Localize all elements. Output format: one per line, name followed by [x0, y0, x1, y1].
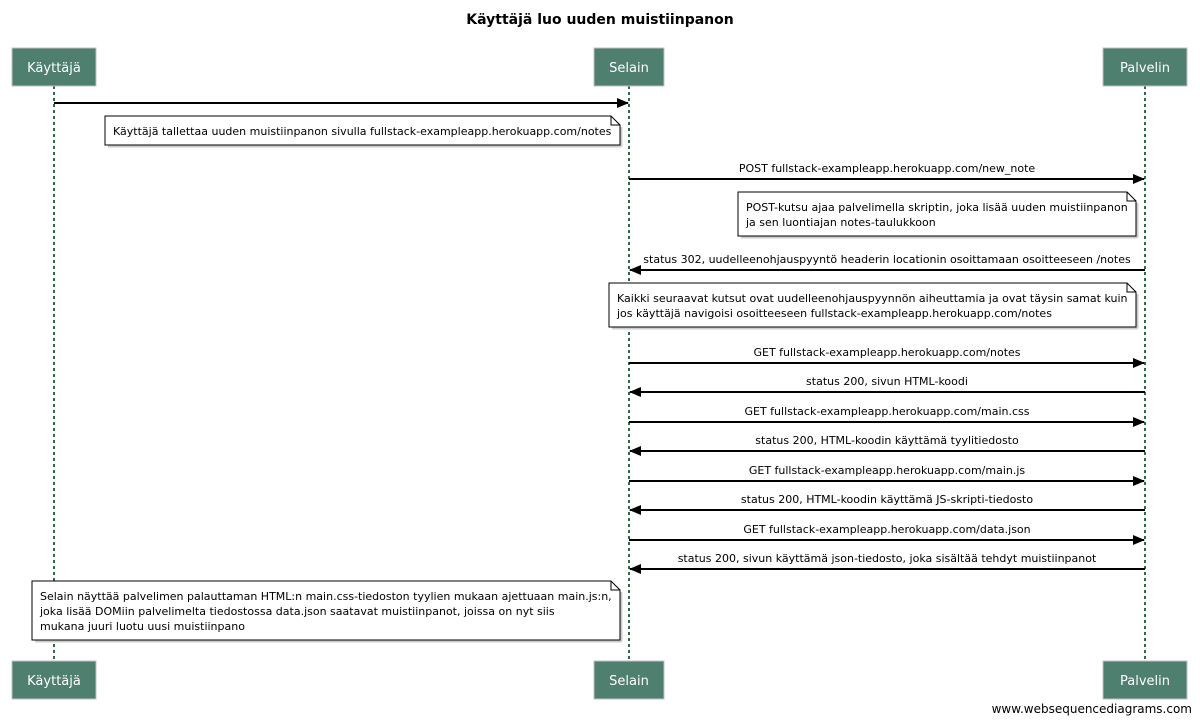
message-11: status 200, HTML-koodin käyttämä JS-skri…: [629, 493, 1145, 515]
note-text-line: mukana juuri luotu uusi muistiinpano: [40, 620, 245, 633]
message-4: status 302, uudelleenohjauspyyntö header…: [629, 253, 1145, 275]
note-fold: [610, 116, 620, 126]
note-text-line: ja sen luontiajan notes-taulukkoon: [745, 216, 936, 229]
message-6: GET fullstack-exampleapp.herokuapp.com/n…: [629, 346, 1145, 368]
participant-box: [11, 660, 97, 700]
participant-selain-bottom: Selain: [593, 660, 665, 700]
message-10: GET fullstack-exampleapp.herokuapp.com/m…: [629, 464, 1145, 486]
note-fold: [610, 581, 620, 591]
note-fold: [1126, 283, 1136, 293]
message-8: GET fullstack-exampleapp.herokuapp.com/m…: [629, 405, 1145, 427]
note-3: POST-kutsu ajaa palvelimella skriptin, j…: [737, 191, 1139, 239]
participant-label: Palvelin: [1120, 61, 1170, 76]
note-box: [31, 580, 621, 641]
participant-box: [1102, 47, 1188, 87]
message-13: status 200, sivun käyttämä json-tiedosto…: [629, 552, 1145, 574]
note-5: Kaikki seuraavat kutsut ovat uudelleenoh…: [608, 282, 1139, 330]
participant-box: [1102, 660, 1188, 700]
note-text-line: jos käyttäjä navigoisi osoitteeseen full…: [616, 307, 1052, 320]
note-1: Käyttäjä tallettaa uuden muistiinpanon s…: [104, 115, 623, 148]
note-text-line: POST-kutsu ajaa palvelimella skriptin, j…: [746, 201, 1128, 214]
message-label: status 200, HTML-koodin käyttämä tyyliti…: [755, 434, 1019, 447]
diagram-steps: Käyttäjä tallettaa uuden muistiinpanon s…: [31, 98, 1145, 643]
participant-box: [11, 47, 97, 87]
message-label: GET fullstack-exampleapp.herokuapp.com/d…: [743, 523, 1030, 536]
note-14: Selain näyttää palvelimen palauttaman HT…: [31, 580, 623, 643]
message-label: POST fullstack-exampleapp.herokuapp.com/…: [739, 162, 1036, 175]
participant-selain-top: Selain: [593, 47, 665, 87]
message-12: GET fullstack-exampleapp.herokuapp.com/d…: [629, 523, 1145, 545]
message-label: status 302, uudelleenohjauspyyntö header…: [643, 253, 1131, 266]
note-box: [104, 115, 621, 146]
note-fold: [1126, 192, 1136, 202]
note-text-line: Käyttäjä tallettaa uuden muistiinpanon s…: [113, 125, 612, 138]
message-label: status 200, sivun käyttämä json-tiedosto…: [678, 552, 1097, 565]
participant-label: Selain: [609, 674, 649, 689]
participant-label: Palvelin: [1120, 674, 1170, 689]
participant-box: [593, 660, 665, 700]
message-label: GET fullstack-exampleapp.herokuapp.com/n…: [753, 346, 1020, 359]
participant-kayttaja-bottom: Käyttäjä: [11, 660, 97, 700]
message-2: POST fullstack-exampleapp.herokuapp.com/…: [629, 162, 1145, 184]
message-label: GET fullstack-exampleapp.herokuapp.com/m…: [744, 405, 1029, 418]
note-box: [608, 282, 1137, 328]
watermark-text: www.websequencediagrams.com: [992, 702, 1192, 716]
participant-label: Käyttäjä: [27, 61, 81, 76]
note-text-line: Selain näyttää palvelimen palauttaman HT…: [40, 590, 612, 603]
participants: KäyttäjäKäyttäjäSelainSelainPalvelinPalv…: [11, 47, 1188, 700]
participant-palvelin-top: Palvelin: [1102, 47, 1188, 87]
note-box: [737, 191, 1137, 237]
message-label: status 200, sivun HTML-koodi: [806, 375, 968, 388]
message-9: status 200, HTML-koodin käyttämä tyyliti…: [629, 434, 1145, 456]
message-7: status 200, sivun HTML-koodi: [629, 375, 1145, 397]
message-label: GET fullstack-exampleapp.herokuapp.com/m…: [749, 464, 1026, 477]
participant-label: Selain: [609, 61, 649, 76]
note-text-line: Kaikki seuraavat kutsut ovat uudelleenoh…: [617, 292, 1128, 305]
participant-kayttaja-top: Käyttäjä: [11, 47, 97, 87]
participant-box: [593, 47, 665, 87]
participant-palvelin-bottom: Palvelin: [1102, 660, 1188, 700]
diagram-title: Käyttäjä luo uuden muistiinpanon: [466, 12, 733, 28]
message-label: status 200, HTML-koodin käyttämä JS-skri…: [741, 493, 1033, 506]
participant-label: Käyttäjä: [27, 674, 81, 689]
note-text-line: joka lisää DOMiin palvelimelta tiedostos…: [39, 605, 555, 618]
